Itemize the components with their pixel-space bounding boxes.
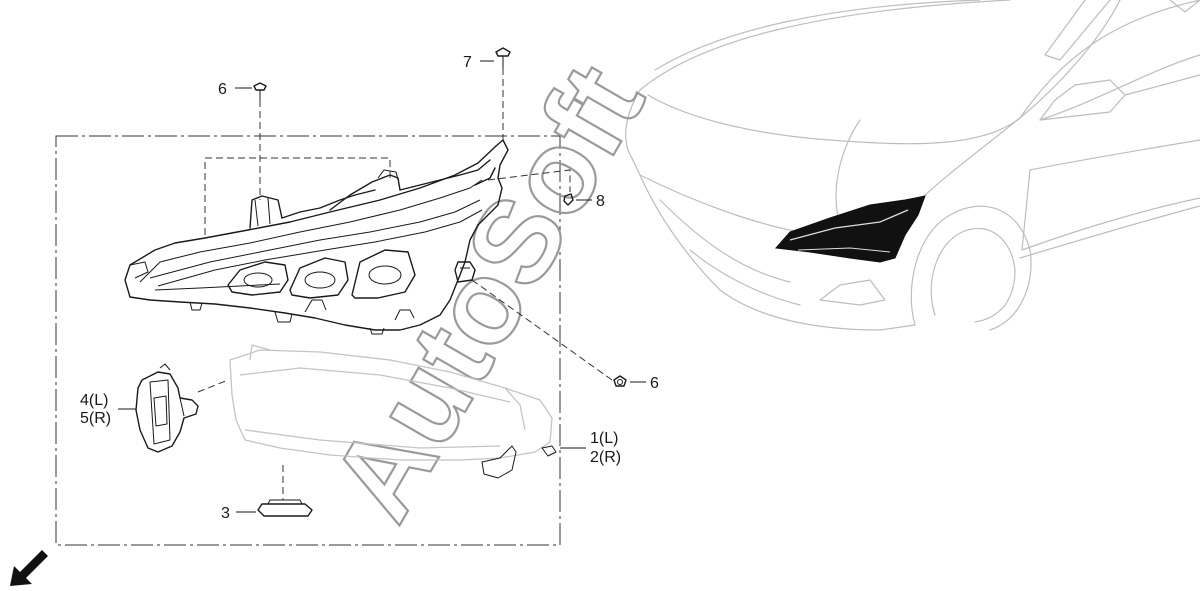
callout-leaders xyxy=(118,60,646,513)
fastener-6-right-screw xyxy=(613,375,627,387)
callout-5-right: 5(R) xyxy=(80,410,111,427)
vehicle-outline xyxy=(625,0,1200,331)
callout-7: 7 xyxy=(463,54,472,71)
projector-lens-1 xyxy=(227,261,289,296)
projector-lens-3 xyxy=(351,249,416,299)
headlamp-housing-ghost xyxy=(229,344,553,461)
housing-connector xyxy=(541,445,557,457)
housing-bracket xyxy=(481,445,517,479)
projector-lens-2 xyxy=(289,257,349,299)
callout-8: 8 xyxy=(596,193,605,210)
watermark-text: AutoSoft xyxy=(306,44,669,541)
callout-2-right: 2(R) xyxy=(590,449,621,466)
vehicle-headlamp-highlight xyxy=(774,195,926,263)
headlamp-assembly xyxy=(124,139,509,335)
callout-4-left: 4(L) xyxy=(80,392,108,409)
front-direction-arrow-icon xyxy=(10,550,48,586)
part-3-cover xyxy=(257,499,313,517)
callout-6-top: 6 xyxy=(218,81,227,98)
callout-1-left: 1(L) xyxy=(590,430,618,447)
part-4-5-module xyxy=(135,363,199,453)
callout-3: 3 xyxy=(221,505,230,522)
dashed-leaders xyxy=(197,68,613,500)
fastener-8-clip xyxy=(563,193,574,206)
fastener-7-screw xyxy=(495,47,511,68)
callout-6-right: 6 xyxy=(650,375,659,392)
fastener-6-top-screw xyxy=(253,82,267,100)
assembly-frame xyxy=(55,135,561,546)
